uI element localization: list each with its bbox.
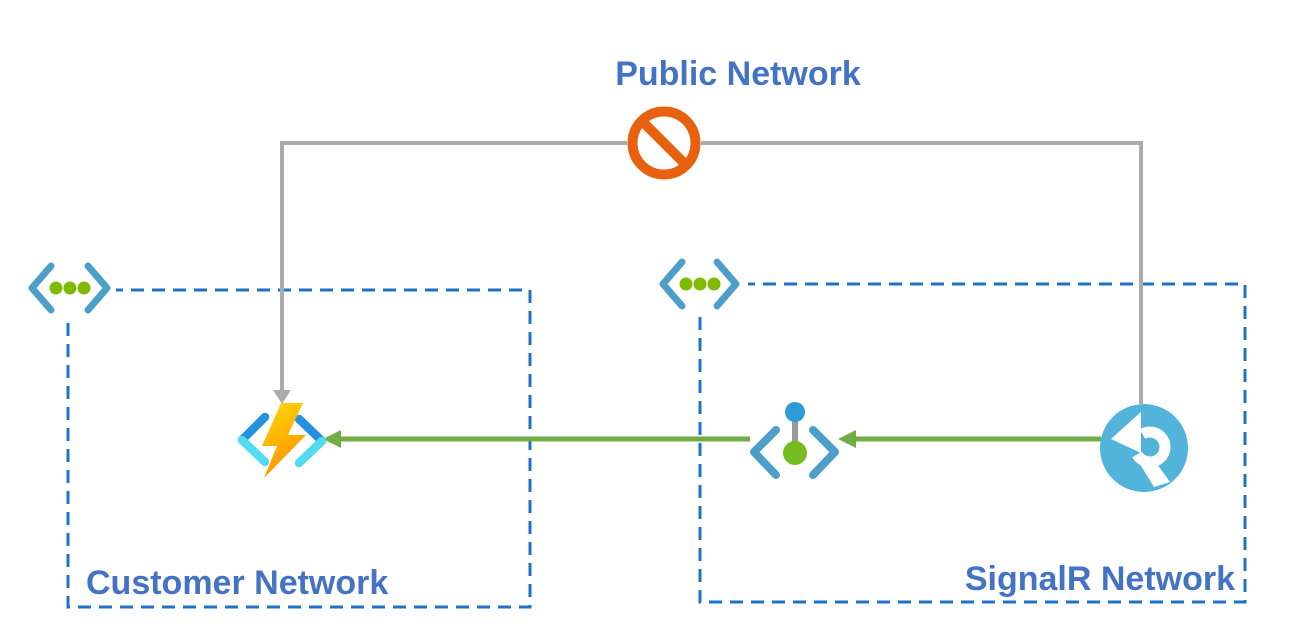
arrow-signalr-to-endpoint (838, 430, 1101, 448)
virtual-network-icon-signalr (656, 254, 748, 312)
gray-arrowhead-to-function (273, 390, 291, 404)
vnet-dot (707, 277, 721, 291)
function-bracket-left-top (237, 412, 270, 445)
signalr-arrow-head (1111, 412, 1141, 453)
vnet-right-bracket (713, 258, 740, 310)
function-bracket-right-top (294, 414, 327, 446)
vnet-left-bracket (659, 258, 686, 310)
vnet-dot (77, 281, 91, 295)
green-arrowhead-to-function (323, 430, 341, 448)
arrow-endpoint-to-function (323, 430, 752, 448)
signalr-service-icon (1100, 404, 1188, 492)
customer-network-label: Customer Network (86, 564, 388, 602)
function-app-icon (237, 403, 327, 478)
customer-network-box (66, 288, 532, 609)
endpoint-dot-green (783, 441, 807, 465)
vnet-dot (49, 281, 63, 295)
vnet-dot (693, 277, 707, 291)
signalr-network-box (698, 282, 1247, 604)
lightning-bolt-icon (262, 403, 306, 478)
vnet-right-bracket (84, 262, 111, 314)
function-bracket-right-bottom (294, 436, 327, 468)
public-network-connector (273, 141, 1143, 404)
vnet-left-bracket (28, 262, 55, 314)
endpoint-dot-blue (785, 402, 805, 422)
vnet-dot (63, 281, 77, 295)
signalr-network-label: SignalR Network (965, 560, 1235, 598)
endpoint-right-bracket (809, 426, 839, 479)
virtual-network-icon-customer (24, 258, 116, 316)
signalr-circle (1100, 404, 1188, 492)
green-arrowhead-to-endpoint (838, 430, 856, 448)
function-bracket-left-bottom (237, 435, 270, 467)
endpoint-left-bracket (750, 426, 780, 479)
signalr-r-leg (1138, 457, 1170, 487)
public-network-line (280, 141, 1143, 404)
private-endpoint-icon (750, 398, 839, 484)
blocked-sign-icon (627, 106, 701, 180)
blocked-sign-slash (639, 118, 689, 168)
public-network-label: Public Network (615, 55, 861, 93)
vnet-dot (679, 277, 693, 291)
